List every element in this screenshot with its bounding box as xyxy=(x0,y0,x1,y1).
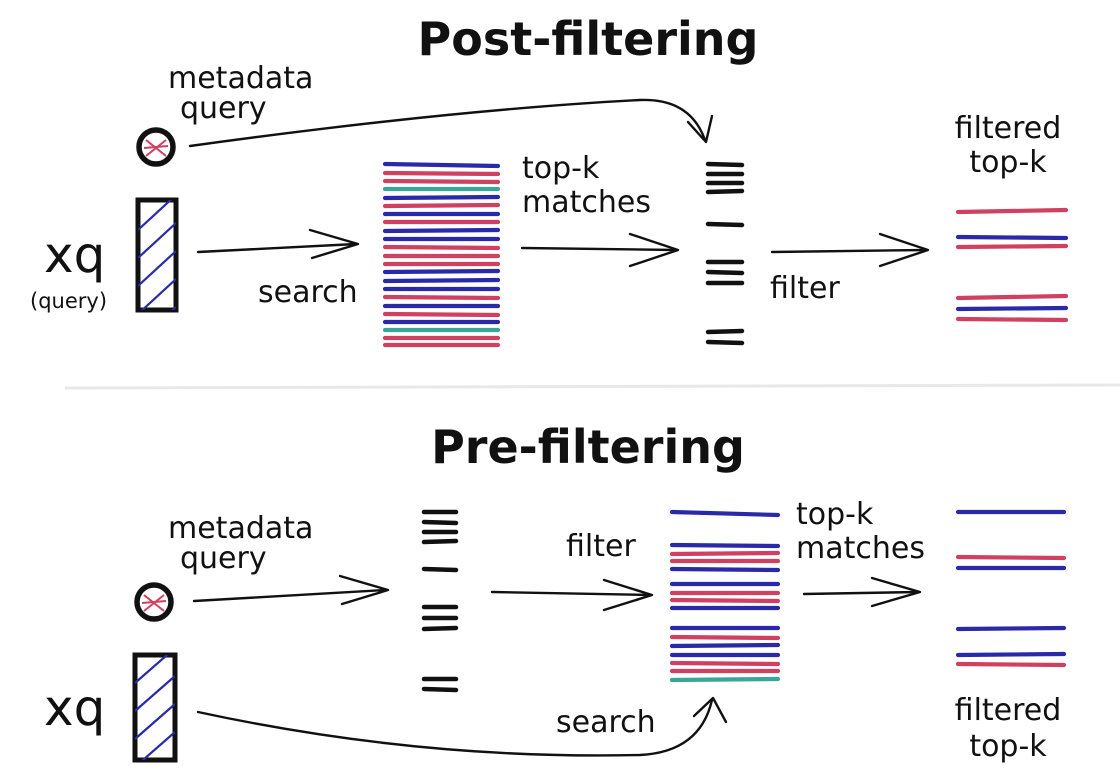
pre-search-label: search xyxy=(556,705,656,740)
post-query-vector-icon xyxy=(135,197,179,313)
post-database-stack xyxy=(382,161,501,348)
pre-topk-label: top-k xyxy=(796,497,874,532)
post-metadata-label: metadata xyxy=(168,61,313,96)
post-filtered-results xyxy=(955,207,1069,323)
post-search-arrow xyxy=(196,228,360,260)
pre-xq-label: xq xyxy=(44,679,105,737)
post-topk-arrow xyxy=(520,232,680,268)
pre-matches-label: matches xyxy=(796,531,925,566)
post-matches-label: matches xyxy=(522,185,651,220)
section-divider xyxy=(64,383,1120,390)
pre-metadata-icon xyxy=(134,582,174,622)
pre-title: Pre-filtering xyxy=(431,420,745,474)
pre-filtered-stack xyxy=(669,509,781,683)
post-filtered-topk-label: top-k xyxy=(969,145,1047,180)
pre-search-arrow xyxy=(196,696,728,757)
pre-metadata-label: metadata xyxy=(168,511,313,546)
pre-filter-arrow xyxy=(490,578,654,612)
pre-metadata-marks xyxy=(421,509,459,693)
pre-filtered-results xyxy=(955,509,1067,668)
pre-metadata-arrow xyxy=(192,574,390,606)
post-search-label: search xyxy=(258,275,358,310)
post-metadata-icon xyxy=(136,127,176,167)
post-filter-label: filter xyxy=(770,271,840,306)
post-query-paren-label: (query) xyxy=(30,289,107,313)
post-filtered-label: filtered xyxy=(955,111,1062,146)
post-query-label: query xyxy=(180,91,267,126)
post-topk-marks xyxy=(705,161,745,346)
post-topk-label: top-k xyxy=(522,151,600,186)
pre-filter-label: filter xyxy=(566,529,636,564)
pre-filtered-topk-label: top-k xyxy=(969,729,1047,764)
post-filter-arrow xyxy=(770,232,930,268)
post-title: Post-filtering xyxy=(418,12,759,66)
post-xq-label: xq xyxy=(44,226,105,284)
post-metadata-arrow xyxy=(188,98,714,148)
pre-query-label: query xyxy=(180,541,267,576)
pre-query-vector-icon xyxy=(132,652,178,763)
pre-filtered-label: filtered xyxy=(955,693,1062,728)
pre-topk-arrow xyxy=(802,576,922,608)
